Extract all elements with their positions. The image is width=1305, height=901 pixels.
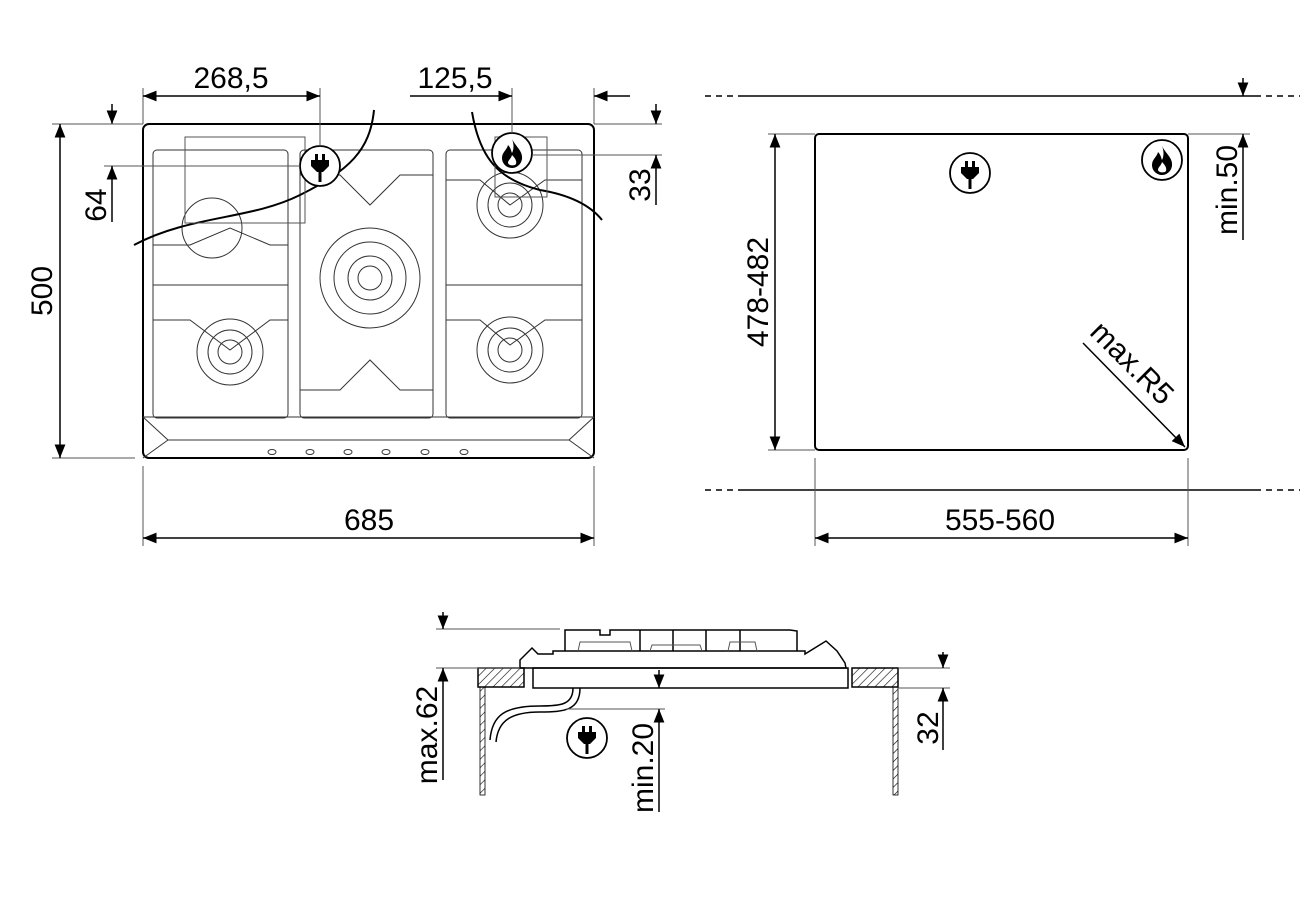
hob-top-view: [133, 109, 603, 459]
dimension-plug-offset-y: 64: [80, 188, 113, 221]
grates: [152, 149, 583, 419]
dimension-depth-total: 500: [26, 266, 59, 316]
flame-icon: [1141, 139, 1183, 181]
knobs: [267, 449, 469, 455]
dimension-lines-top: [52, 88, 662, 546]
plug-icon: [566, 717, 608, 759]
plug-icon: [949, 152, 991, 194]
dimension-plug-offset-x: 268,5: [193, 62, 268, 95]
dimension-cutout-width: 555-560: [945, 504, 1055, 537]
dimension-cutout-depth: 478-482: [742, 237, 775, 347]
dimension-min-front: min.50: [1211, 145, 1244, 235]
dimension-worktop: 32: [912, 711, 945, 744]
cutout-view: [705, 78, 1300, 546]
dimension-width-total: 685: [344, 504, 394, 537]
dimension-corner-radius: max.R5: [1084, 315, 1180, 411]
dimension-gas-offset-x: 125,5: [417, 62, 492, 95]
flame-icon: [491, 132, 533, 174]
burners: [181, 171, 544, 386]
plug-icon: [299, 145, 341, 187]
dimension-max-height: max.62: [411, 686, 444, 784]
section-view: [436, 612, 950, 812]
dimension-min-clearance: min.20: [627, 723, 660, 813]
dimension-gas-offset-y: 33: [624, 168, 657, 201]
